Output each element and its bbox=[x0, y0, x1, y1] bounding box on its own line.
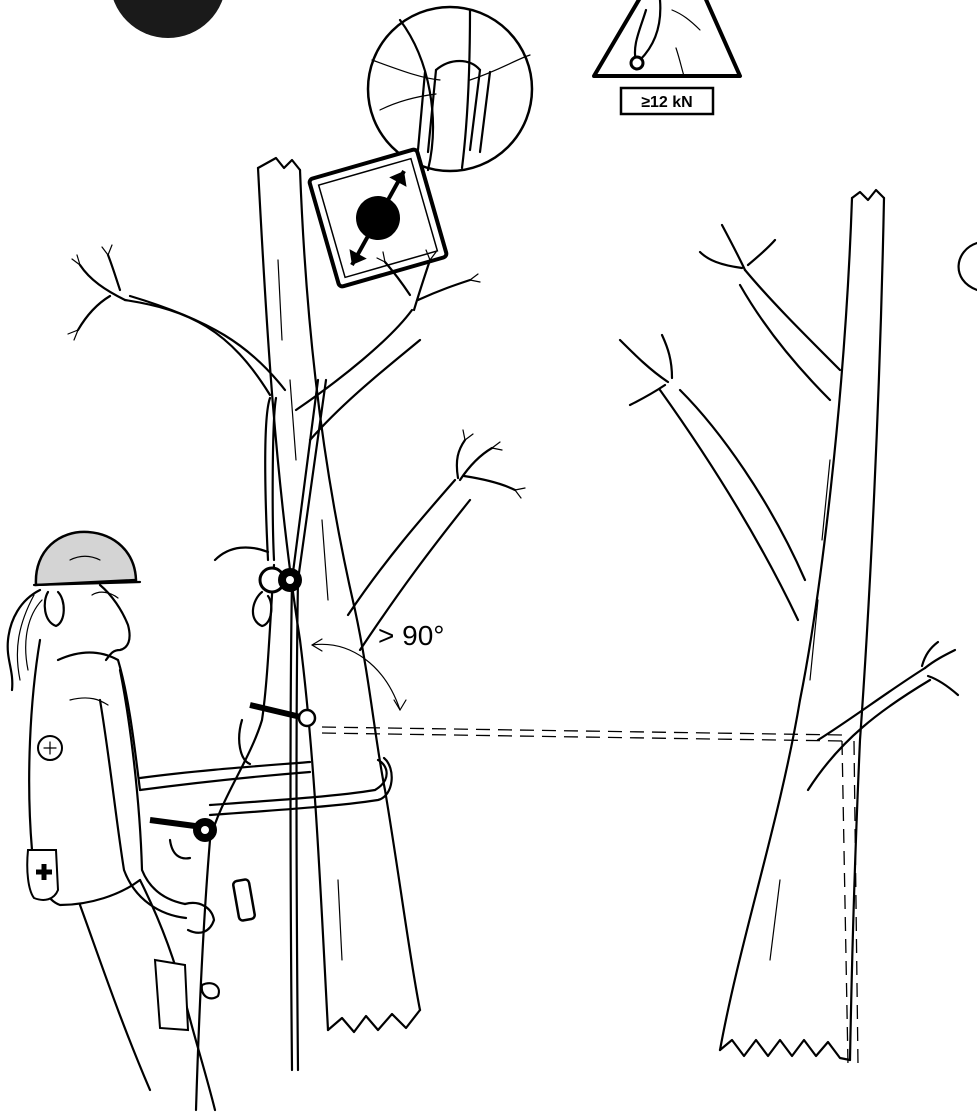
angle-indicator: > 90° bbox=[312, 620, 444, 710]
climber-figure bbox=[8, 532, 219, 1110]
diameter-sign bbox=[309, 149, 448, 288]
detail-magnifier bbox=[368, 7, 532, 171]
helmet bbox=[36, 532, 136, 585]
next-step-badge-edge bbox=[959, 243, 977, 290]
climbing-ropes bbox=[196, 380, 326, 1110]
reference-tree bbox=[620, 190, 958, 1060]
step-number-badge bbox=[110, 0, 226, 38]
rope-adjuster bbox=[239, 705, 315, 764]
lanyard bbox=[140, 758, 392, 815]
strength-warning-sign: ≥12 kN bbox=[594, 0, 740, 114]
angle-label: > 90° bbox=[378, 620, 444, 651]
leg-pocket bbox=[155, 960, 188, 1030]
strength-label: ≥12 kN bbox=[641, 94, 692, 111]
